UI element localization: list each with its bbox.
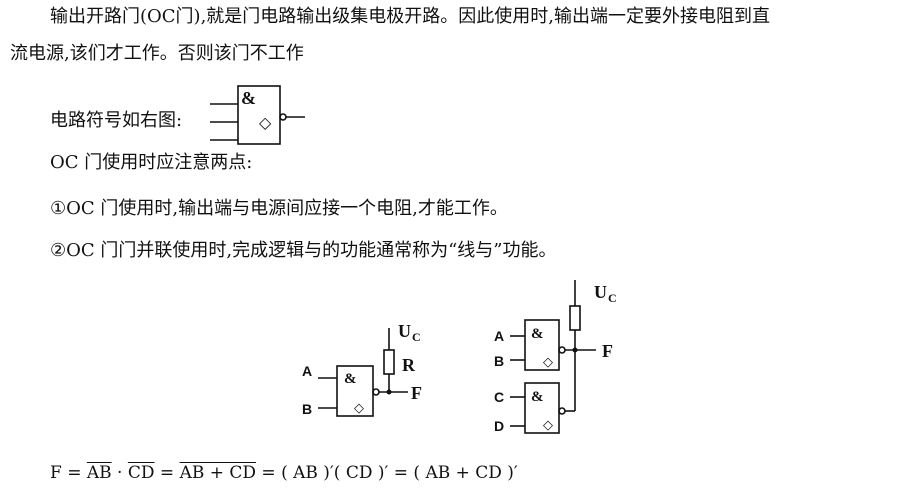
right-supply-subscript: C [608,291,617,305]
right-lower-oc-diamond-icon: ◇ [543,418,553,433]
paragraph-line-1: 输出开路门(OC门),就是门电路输出级集电极开路。因此使用时,输出端一定要外接电… [50,6,771,27]
right-output-label: F [602,341,613,361]
point-2: ②OC 门门并联使用时,完成逻辑与的功能通常称为“线与”功能。 [50,240,557,261]
right-lower-output-bubble [558,407,566,415]
right-input-b-label: B [494,353,504,369]
left-junction-dot [386,389,392,395]
left-input-b-label: B [302,401,312,417]
symbol-and-mark: & [241,88,256,108]
right-upper-output-bubble [558,346,566,354]
right-input-a-label: A [494,328,504,344]
formula-f: F = [50,463,87,483]
right-upper-oc-diamond-icon: ◇ [543,355,553,370]
right-upper-gate-body [524,319,560,371]
right-lower-gate-body [524,382,560,434]
right-resistor [569,305,581,331]
right-lower-and-mark: & [531,389,544,405]
left-supply-label: U [398,321,411,341]
formula-rest: = ( AB )′( CD )′ = ( AB + CD )′ [256,463,518,483]
formula-dot: · [111,463,128,483]
left-oc-diamond-icon: ◇ [354,401,364,416]
right-input-c-label: C [494,389,504,405]
formula-eq: = [154,463,180,483]
point-1: ①OC 门使用时,输出端与电源间应接一个电阻,才能工作。 [50,198,508,219]
left-input-a-label: A [302,363,312,379]
formula-ab-not: AB [86,463,112,483]
symbol-caption: 电路符号如右图: [50,110,183,131]
left-resistor-label: R [402,355,416,375]
oc-gate-symbol [210,85,305,145]
right-supply-label: U [594,282,607,302]
right-junction-dot [572,347,578,353]
right-input-d-label: D [494,418,504,434]
note-title: OC 门使用时应注意两点: [50,152,253,173]
formula-cd-not: CD [127,463,155,483]
oc-diamond-icon: ◇ [259,113,272,132]
paragraph-line-2: 流电源,该们才工作。否则该门不工作 [10,43,304,64]
right-upper-and-mark: & [531,326,544,342]
wired-and-formula: F = AB · CD = AB + CD = ( AB )′( CD )′ =… [50,462,518,484]
left-supply-subscript: C [412,330,421,344]
formula-sum-not: AB + CD [179,463,257,483]
left-and-mark: & [344,371,357,387]
left-output-label: F [411,383,422,403]
